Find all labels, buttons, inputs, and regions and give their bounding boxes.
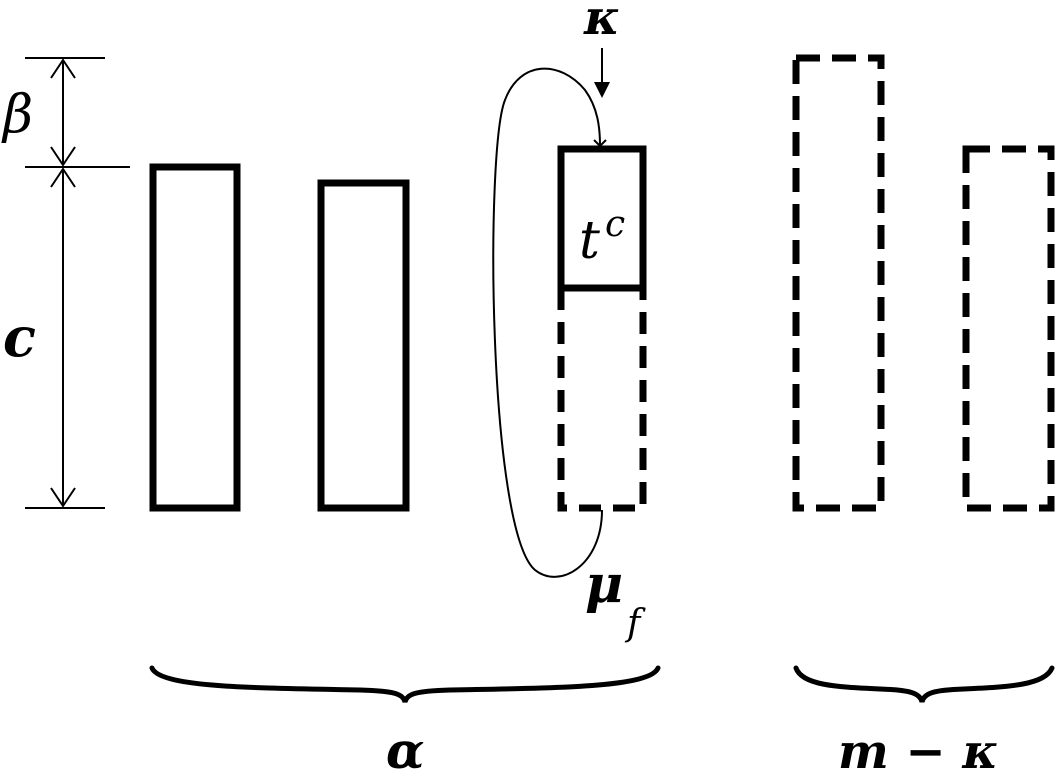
c-label: c: [3, 305, 36, 369]
mu-label-sub: f: [624, 603, 646, 644]
c-arrow-head-top: [50, 167, 76, 188]
dashed-column-2: [962, 145, 1055, 512]
c-arrow-head-bottom: [50, 487, 76, 508]
m-minus-kappa-brace: [793, 665, 1055, 703]
kappa-label: κ: [583, 0, 620, 46]
mu-label-base: μ: [585, 554, 623, 615]
tc-label-sup: c: [605, 204, 625, 245]
solid-column-2: [317, 179, 410, 512]
dashed-lower-block: [557, 288, 647, 512]
tc-label-base: t: [579, 211, 600, 271]
alpha-label: α: [386, 721, 424, 778]
tc-block: [557, 145, 647, 292]
beta-label: β: [1, 85, 33, 145]
feedback-loop-arrow: [492, 67, 607, 578]
solid-column-1: [149, 163, 241, 512]
dimension-markers: [25, 57, 130, 509]
m-minus-kappa-label: m − κ: [838, 724, 998, 778]
beta-arrow-head-top: [50, 58, 76, 79]
dashed-column-1: [792, 54, 885, 512]
alpha-brace: [149, 665, 661, 703]
beta-arrow-head-bottom: [50, 146, 76, 167]
